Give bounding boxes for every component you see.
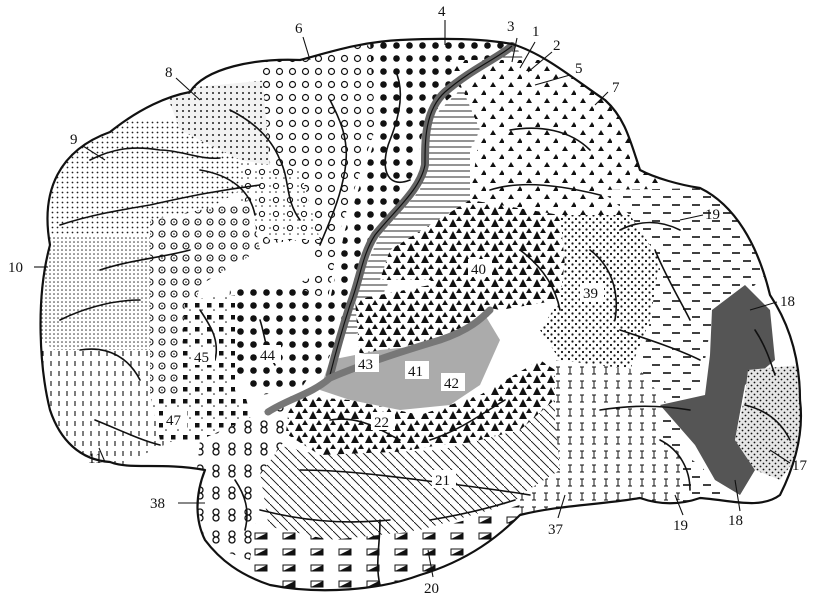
label-42: 42 [444,376,459,392]
area-20 [240,505,520,591]
leader-lines [34,20,791,578]
sulci [59,69,791,586]
label-18-upper: 18 [780,294,795,310]
label-37: 37 [548,522,564,538]
area-19 [600,188,770,505]
area-10 [40,235,160,355]
label-1: 1 [532,24,540,40]
area-43 [355,285,490,360]
area-46 [150,200,260,395]
label-18-lower: 18 [728,513,743,529]
label-4: 4 [438,4,446,20]
area-22 [280,360,570,455]
label-2: 2 [553,38,561,54]
label-39: 39 [583,286,598,302]
label-19-lower: 19 [673,518,688,534]
label-11: 11 [88,451,102,467]
area-11 [40,350,175,470]
label-47: 47 [166,413,182,429]
inner-labels: 21 22 39 40 41 42 43 44 45 47 [163,259,604,489]
label-20: 20 [424,581,439,597]
label-21: 21 [435,473,450,489]
area-8 [165,80,270,170]
brain-outline [39,37,802,592]
area-17 [735,365,801,480]
central-sulcus-edge [329,45,513,376]
label-10: 10 [8,260,23,276]
area-38 [195,400,290,560]
area-37 [520,360,680,520]
outer-labels: 1 2 3 4 5 6 7 8 9 10 11 17 18 18 19 19 2… [8,4,808,597]
label-19-upper: 19 [705,207,720,223]
label-5: 5 [575,61,583,77]
area-44 [225,285,330,395]
label-43: 43 [358,357,373,373]
label-7: 7 [612,80,620,96]
area-21 [255,395,575,540]
label-45: 45 [194,350,209,366]
label-9: 9 [70,132,78,148]
label-22: 22 [374,415,389,431]
label-44: 44 [260,348,276,364]
label-41: 41 [408,364,423,380]
label-40: 40 [471,262,486,278]
label-6: 6 [295,21,303,37]
label-38: 38 [150,496,165,512]
label-17: 17 [792,458,808,474]
area-18 [660,285,775,495]
label-8: 8 [165,65,173,81]
area-40 [380,200,565,310]
label-3: 3 [507,19,515,35]
